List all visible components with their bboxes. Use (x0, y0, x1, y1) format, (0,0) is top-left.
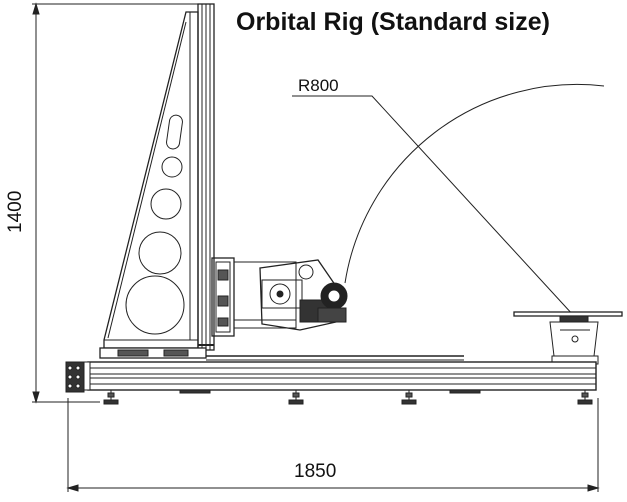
turntable (513, 311, 623, 365)
hole-1 (161, 156, 183, 178)
length-dimension-label: 1850 (294, 461, 337, 482)
tower-frame (103, 11, 199, 349)
base-rail (65, 347, 597, 394)
height-dim-arrow-bottom (32, 391, 40, 404)
length-dim-arrow-left (66, 484, 79, 492)
length-dim-arrow-right (587, 484, 600, 492)
height-dim-arrow-top (32, 2, 40, 15)
leveling-feet (103, 390, 593, 405)
carriage (211, 257, 297, 337)
height-dimension-label: 1400 (5, 190, 26, 233)
hole-4 (125, 275, 185, 335)
slot-hole (166, 114, 183, 150)
drawing-title: Orbital Rig (Standard size) (236, 8, 550, 36)
hole-3 (138, 231, 182, 275)
radius-label: R800 (298, 76, 339, 95)
orbital-arc (344, 83, 605, 284)
head-assembly (259, 259, 348, 331)
radius-leader-line (292, 95, 575, 317)
hole-2 (150, 188, 182, 220)
